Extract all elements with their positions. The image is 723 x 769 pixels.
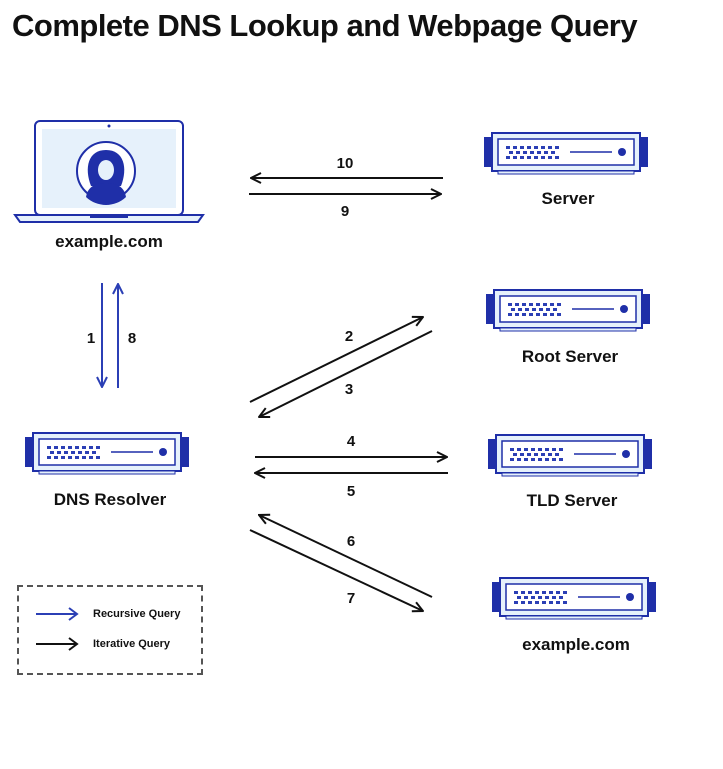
- step-number-3: 3: [344, 381, 354, 398]
- step-number-7: 7: [346, 590, 356, 607]
- legend-item-iterative: Iterative Query: [35, 637, 170, 651]
- step-number-5: 5: [346, 483, 356, 500]
- legend: Recursive Query Iterative Query: [17, 585, 203, 675]
- legend-label-recursive: Recursive Query: [93, 608, 181, 620]
- step-number-1: 1: [86, 330, 96, 347]
- step-number-9: 9: [340, 203, 350, 220]
- arrow-step-6: [259, 515, 433, 598]
- step-number-4: 4: [346, 433, 356, 450]
- arrow-step-2: [249, 317, 423, 403]
- legend-label-iterative: Iterative Query: [93, 638, 171, 650]
- client-label: example.com: [55, 232, 163, 251]
- server-icon: [483, 132, 649, 175]
- step-number-2: 2: [344, 328, 354, 345]
- iterative-arrow-icon: [36, 637, 79, 651]
- step-number-10: 10: [336, 155, 354, 172]
- recursive-arrow-icon: [36, 607, 79, 621]
- tld-server-label: TLD Server: [526, 491, 618, 510]
- arrow-step-7: [249, 529, 423, 611]
- dns-resolver-icon: [24, 432, 190, 475]
- root-server-icon: [485, 289, 651, 332]
- laptop-user-icon: [13, 120, 205, 223]
- dns-resolver-label: DNS Resolver: [53, 490, 167, 509]
- root-server-label: Root Server: [521, 347, 619, 366]
- arrow-step-3: [259, 330, 433, 417]
- page-title: Complete DNS Lookup and Webpage Query: [12, 8, 638, 43]
- step-number-8: 8: [127, 330, 137, 347]
- legend-item-recursive: Recursive Query: [35, 607, 180, 621]
- authoritative-server-icon: [491, 577, 657, 620]
- authoritative-server-label: example.com: [522, 635, 630, 654]
- tld-server-icon: [487, 434, 653, 477]
- step-number-6: 6: [346, 533, 356, 550]
- server-label: Server: [541, 189, 595, 208]
